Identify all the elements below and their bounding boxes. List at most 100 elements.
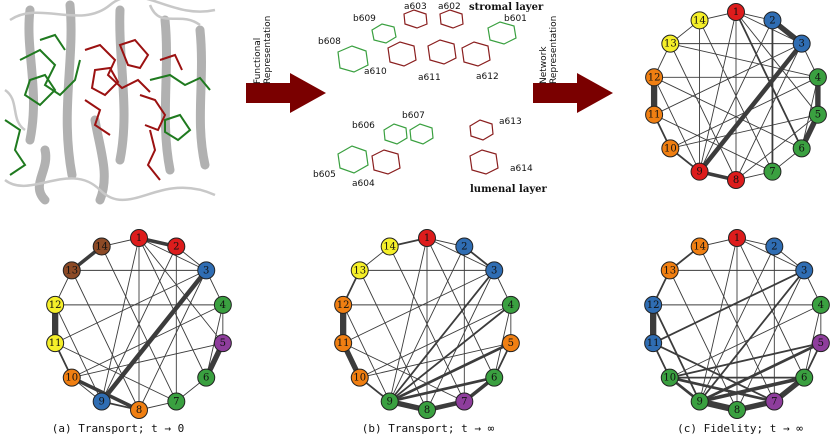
arrow-1	[246, 73, 326, 113]
node-label-1: 1	[136, 233, 142, 244]
node-8	[727, 171, 745, 189]
node-label-7: 7	[173, 396, 179, 407]
node-label-6: 6	[798, 143, 804, 154]
pigment-label-b606: b606	[352, 121, 375, 131]
node-9	[92, 392, 111, 411]
node-label-3: 3	[203, 265, 209, 276]
node-label-2: 2	[769, 15, 775, 26]
node-label-4: 4	[220, 300, 226, 311]
pigment-ring-b601	[487, 21, 517, 45]
edge-10-5	[668, 342, 822, 379]
caption-graph-b: (b) Transport; t → ∞	[362, 422, 495, 435]
edge-12-9	[652, 303, 701, 403]
edge-3-8	[735, 43, 803, 181]
edge-3-8	[426, 269, 495, 411]
edge-1-9	[699, 11, 737, 173]
edge-1-9	[389, 237, 428, 402]
node-13	[661, 34, 680, 53]
node-1	[727, 3, 745, 21]
edge-11-7	[54, 342, 177, 402]
network-graphs: 12345678910111213141234567891011121314(a…	[46, 3, 830, 435]
edge-13-4	[669, 43, 819, 78]
node-label-11: 11	[648, 110, 661, 121]
edge-5-9	[388, 341, 513, 403]
node-1	[130, 229, 148, 247]
node-11	[644, 334, 663, 353]
node-12	[644, 295, 663, 314]
pigment-ring-a610	[387, 41, 417, 67]
node-label-12: 12	[647, 300, 660, 311]
node-label-14: 14	[693, 242, 706, 253]
pigment-ring-b606	[383, 123, 408, 145]
pigment-label-a612: a612	[476, 72, 499, 82]
node-label-4: 4	[818, 300, 824, 311]
caption-graph-c: (c) Fidelity; t → ∞	[677, 422, 803, 435]
node-2	[763, 11, 782, 30]
node-label-6: 6	[801, 373, 807, 384]
node-label-10: 10	[65, 373, 78, 384]
arrow-2	[533, 73, 613, 113]
edge-3-8	[736, 269, 805, 411]
edge-1-6	[736, 237, 805, 379]
node-14	[690, 11, 709, 30]
lumenal-layer-label: lumenal layer	[470, 184, 547, 195]
node-2	[167, 237, 186, 256]
pigment-label-b601: b601	[504, 14, 527, 24]
node-10	[62, 368, 81, 387]
pigment-ring-a613	[469, 119, 494, 141]
node-label-14: 14	[693, 15, 706, 26]
node-12	[334, 295, 353, 314]
edge-1-9	[101, 237, 140, 402]
node-label-7: 7	[461, 396, 467, 407]
node-label-9: 9	[98, 396, 104, 407]
node-label-5: 5	[508, 338, 514, 349]
edge-10-5	[669, 114, 819, 149]
edge-12-9	[54, 304, 103, 402]
node-4	[811, 295, 830, 314]
node-label-8: 8	[136, 405, 142, 416]
node-8	[728, 401, 746, 419]
node-14	[92, 237, 111, 256]
edge-14-7	[389, 246, 465, 402]
node-9	[380, 392, 399, 411]
arrow-label-line2: Representation	[263, 16, 273, 84]
node-2	[765, 237, 784, 256]
node-5	[501, 334, 520, 353]
edge-11-7	[652, 342, 776, 403]
pigment-ring-b609	[371, 23, 397, 44]
node-label-14: 14	[95, 242, 108, 253]
node-label-12: 12	[49, 300, 62, 311]
node-label-7: 7	[771, 396, 777, 407]
edge-6-9	[697, 375, 807, 404]
node-4	[213, 295, 232, 314]
edge-1-5	[138, 237, 224, 344]
node-label-5: 5	[220, 338, 226, 349]
node-6	[795, 368, 814, 387]
edge-13-8	[669, 269, 738, 411]
node-label-12: 12	[648, 72, 661, 83]
edge-10-5	[359, 342, 512, 379]
pigment-label-a604: a604	[352, 179, 375, 189]
node-label-12: 12	[337, 300, 350, 311]
node-label-1: 1	[734, 233, 740, 244]
edge-11-7	[342, 342, 465, 402]
node-9	[690, 392, 709, 411]
pigment-ring-a604	[371, 149, 401, 175]
node-label-8: 8	[734, 405, 740, 416]
node-label-8: 8	[733, 175, 739, 186]
pigment-label-a602: a602	[438, 2, 461, 12]
pigment-ring-b608	[337, 45, 369, 73]
edge-1-6	[735, 11, 803, 150]
node-label-7: 7	[769, 167, 775, 178]
pigment-label-a603: a603	[404, 2, 427, 12]
arrow-label-line2: Representation	[549, 16, 559, 84]
node-4	[808, 68, 827, 87]
edge-13-8	[71, 269, 140, 411]
pigment-ring-a603	[403, 9, 428, 29]
edge-4-9	[388, 303, 512, 403]
pigment-label-a614: a614	[510, 164, 533, 174]
node-label-6: 6	[203, 373, 209, 384]
